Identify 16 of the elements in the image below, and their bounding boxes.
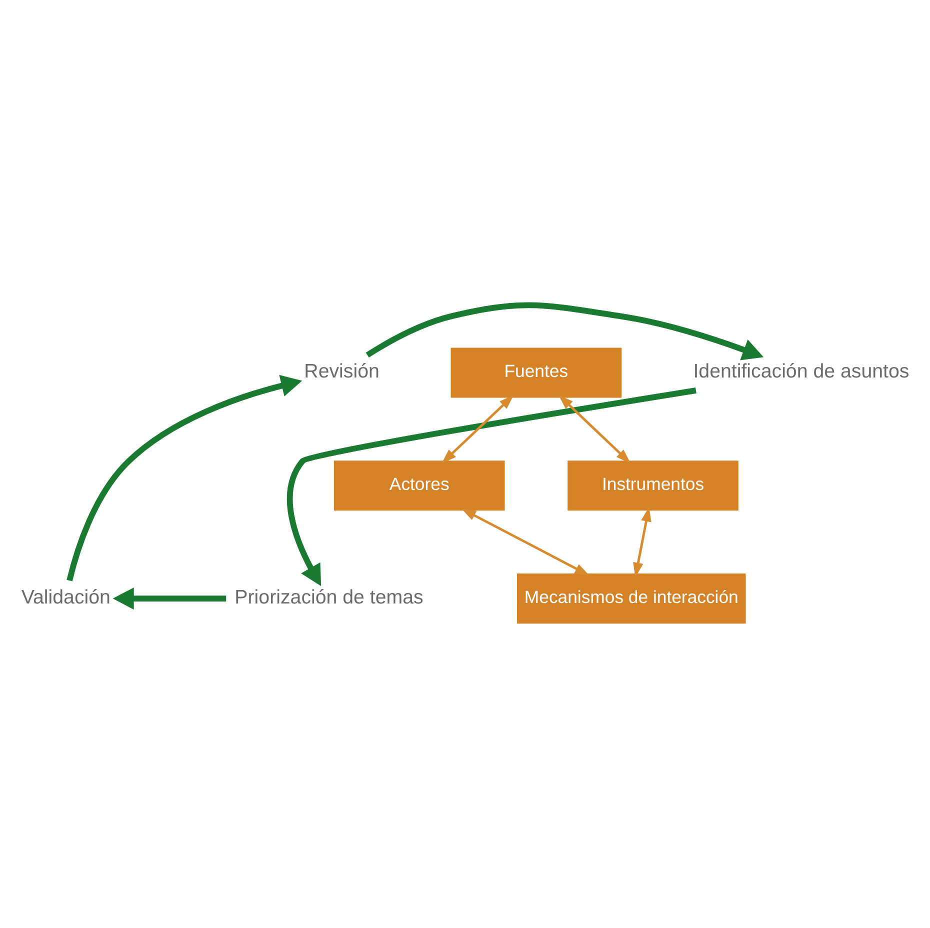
arrow	[66, 374, 302, 582]
node-text: Identificación de asuntos	[693, 360, 910, 383]
arrow	[461, 508, 590, 576]
arrow	[112, 587, 226, 610]
node-box: Mecanismos de interacción	[517, 574, 746, 624]
node-box: Fuentes	[450, 348, 622, 398]
arrow	[558, 394, 631, 464]
node-text: Revisión	[304, 360, 380, 383]
arrow	[442, 394, 514, 464]
node-text: Validación	[21, 586, 110, 608]
arrow	[286, 388, 696, 586]
node-box: Actores	[334, 460, 505, 511]
node-box: Instrumentos	[568, 460, 738, 511]
arrow	[366, 302, 764, 360]
node-text: Priorización de temas	[234, 586, 424, 608]
arrow	[633, 506, 652, 578]
